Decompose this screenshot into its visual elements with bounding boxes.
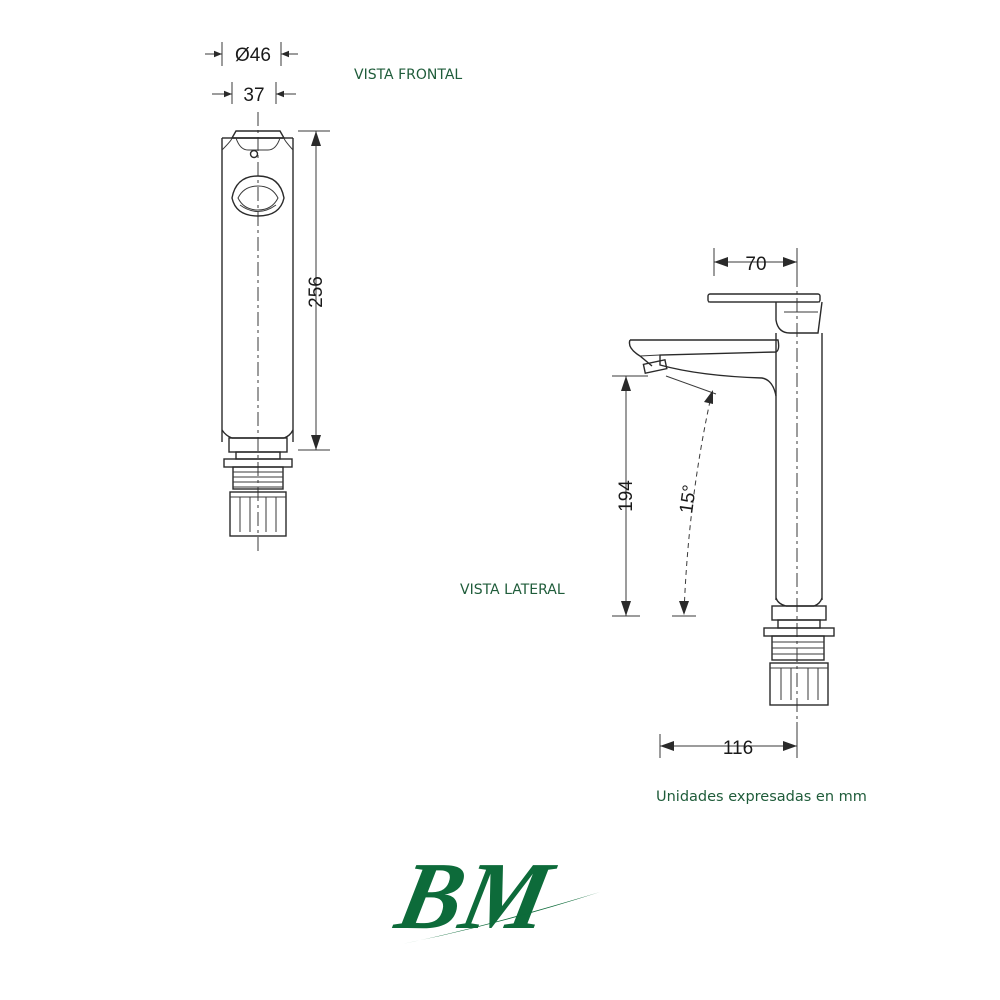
dimension-total-height: 256: [298, 130, 330, 451]
dimension-front-width: 37: [212, 82, 296, 106]
dimension-spout-height: 194: [612, 375, 648, 617]
side-view-drawing: [628, 248, 835, 720]
dimension-angle-label: 15°: [676, 484, 701, 515]
dimension-spout-height-label: 194: [616, 480, 637, 512]
brand-logo: BM: [387, 842, 600, 949]
dimension-front-width-label: 37: [243, 85, 264, 106]
side-view-label: VISTA LATERAL: [460, 582, 565, 598]
brand-logo-text: BM: [387, 842, 563, 949]
dimension-reach: 116: [659, 722, 798, 759]
dimension-lever-length-label: 70: [745, 254, 766, 275]
dimension-lever-length: 70: [713, 248, 798, 276]
units-note: Unidades expresadas en mm: [656, 789, 867, 805]
dimension-reach-label: 116: [723, 738, 753, 759]
front-view-drawing: [221, 112, 294, 552]
dimension-diameter: Ø46: [205, 42, 298, 66]
dimension-total-height-label: 256: [306, 276, 327, 308]
dimension-diameter-label: Ø46: [235, 45, 271, 66]
dimension-angle: 15°: [665, 375, 717, 617]
front-view-label: VISTA FRONTAL: [354, 67, 462, 83]
